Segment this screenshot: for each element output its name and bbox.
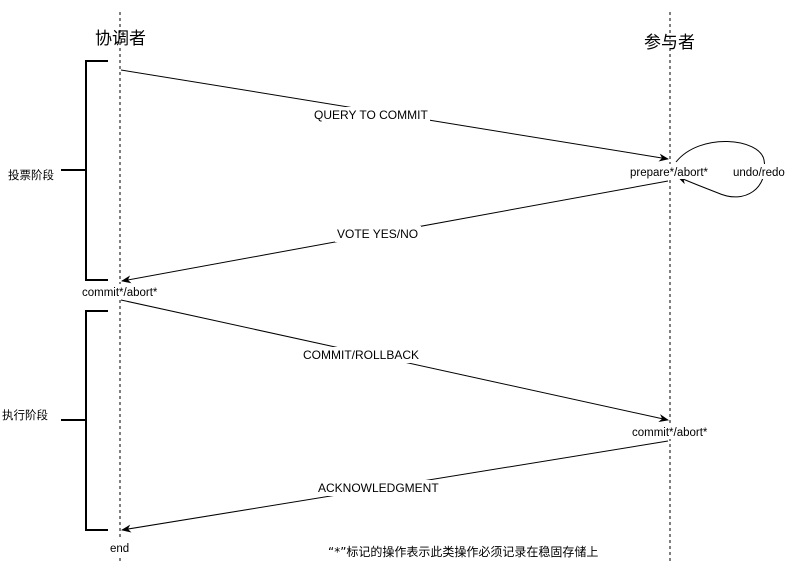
execution-phase-label: 执行阶段 [2, 408, 48, 422]
query-to-commit-label: QUERY TO COMMIT [314, 108, 428, 122]
participant-commit-state: commit*/abort* [632, 427, 708, 439]
coordinator-commit-state: commit*/abort* [82, 287, 158, 299]
voting-phase-label: 投票阶段 [8, 168, 54, 182]
execution-phase-bracket [85, 310, 108, 531]
voting-phase-bracket [85, 60, 108, 281]
coordinator-title: 协调者 [95, 29, 146, 49]
acknowledgment-label: ACKNOWLEDGMENT [318, 481, 439, 495]
participant-prepare-state: prepare*/abort* [630, 167, 709, 179]
undo-redo-loop-arrow [675, 141, 766, 198]
persistence-note: “*”标记的操作表示此类操作必须记录在稳固存储上 [328, 544, 598, 559]
participant-title: 参与者 [644, 33, 695, 53]
vote-yes-no-label: VOTE YES/NO [337, 227, 418, 241]
commit-rollback-label: COMMIT/ROLLBACK [303, 348, 419, 362]
undo-redo-label: undo/redo [733, 167, 785, 179]
coordinator-end-state: end [110, 543, 129, 555]
